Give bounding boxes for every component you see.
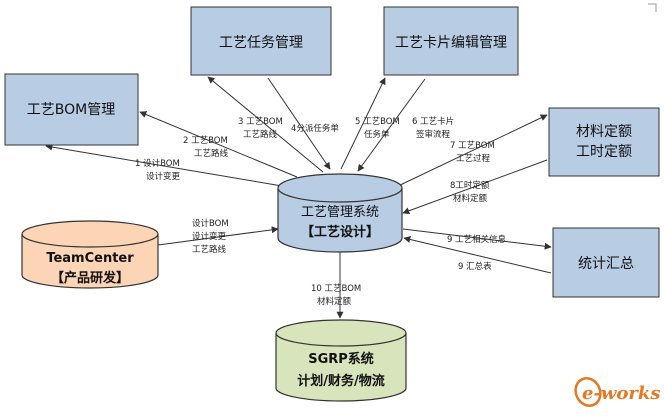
edge-4-label: 4分派任务单: [291, 123, 339, 134]
edge-2-label-2: 工艺路线: [194, 148, 229, 159]
node-sgrp-label-1: SGRP系统: [308, 351, 374, 367]
node-process-card-edit-label: 工艺卡片编辑管理: [395, 35, 507, 51]
node-statistics: 统计汇总: [552, 227, 660, 298]
node-material-quota: 材料定额 工时定额: [548, 107, 660, 177]
edge-2-label-1: 2 工艺BOM: [183, 136, 228, 146]
edge-6-label-1: 6 工艺卡片: [412, 116, 454, 127]
edge-6: [357, 78, 426, 172]
edge-8-label-1: 8工时定额: [450, 180, 490, 191]
edge-teamcenter-label-3: 工艺路线: [192, 244, 227, 255]
node-central-system: 工艺管理系统 【工艺设计】: [277, 173, 403, 253]
edge-9b: [403, 236, 552, 274]
edges: [45, 76, 552, 319]
edge-10-label-1: 10 工艺BOM: [311, 284, 361, 294]
watermark-logo: e-works: [574, 377, 661, 407]
node-teamcenter-label-2: 【产品研发】: [51, 270, 129, 286]
node-teamcenter-label-1: TeamCenter: [46, 251, 134, 266]
edge-teamcenter: [157, 226, 279, 246]
node-statistics-label: 统计汇总: [578, 256, 634, 272]
edge-5-label-2: 任务单: [364, 129, 390, 140]
edge-8: [402, 159, 548, 215]
watermark-text: e-works: [582, 383, 661, 404]
node-central-label-1: 工艺管理系统: [301, 205, 379, 220]
edge-3: [207, 76, 324, 173]
edge-3-label-1: 3 工艺BOM: [238, 117, 283, 127]
edge-3-label-2: 工艺路线: [243, 129, 278, 140]
node-central-label-2: 【工艺设计】: [301, 224, 379, 240]
node-process-bom-mgmt: 工艺BOM管理: [4, 73, 139, 146]
node-material-quota-label-1: 材料定额: [576, 124, 632, 140]
node-process-card-edit: 工艺卡片编辑管理: [383, 6, 519, 76]
edge-9a-label: 9 工艺相关信息: [447, 234, 507, 245]
node-process-task-mgmt-label: 工艺任务管理: [219, 35, 303, 51]
edge-7-label-2: 工艺过程: [456, 153, 491, 164]
node-sgrp-label-2: 计划/财务/物流: [297, 373, 385, 389]
edge-4: [267, 77, 331, 170]
corner-mark: [648, 3, 657, 12]
edge-2: [139, 111, 298, 178]
edge-1: [45, 143, 283, 187]
edge-10-label-2: 材料定额: [317, 296, 352, 307]
edge-8-label-2: 材料定额: [453, 193, 488, 204]
edge-5: [340, 77, 386, 170]
node-process-bom-mgmt-label: 工艺BOM管理: [27, 102, 115, 118]
edge-9a: [402, 228, 552, 250]
edge-1-label-1: 1 设计BOM: [135, 158, 180, 169]
edge-9b-label: 9 汇总表: [458, 261, 492, 272]
edge-teamcenter-label-1: 设计BOM: [192, 218, 229, 229]
node-material-quota-label-2: 工时定额: [576, 144, 632, 160]
node-process-task-mgmt: 工艺任务管理: [190, 6, 332, 76]
edge-teamcenter-label-2: 设计变更: [192, 231, 227, 242]
edge-labels: 1 设计BOM 设计变更 2 工艺BOM 工艺路线 3 工艺BOM 工艺路线 4…: [135, 116, 507, 307]
node-teamcenter: TeamCenter 【产品研发】: [21, 220, 159, 289]
node-sgrp: SGRP系统 计划/财务/物流: [275, 319, 407, 402]
edge-1-label-2: 设计变更: [146, 171, 181, 182]
edge-7-label-1: 7 工艺BOM: [450, 141, 495, 151]
edge-7: [395, 114, 548, 188]
edge-6-label-2: 签审流程: [416, 129, 451, 140]
edge-5-label-1: 5 工艺BOM: [355, 117, 400, 127]
